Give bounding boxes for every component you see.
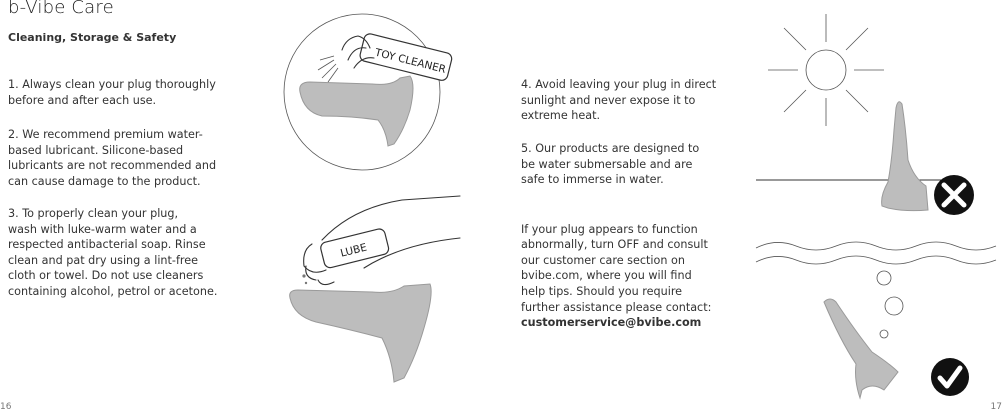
page-title: b-Vibe Care bbox=[8, 0, 114, 18]
page-number-left: 16 bbox=[0, 402, 12, 412]
instruction-5: 5. Our products are designed to be water… bbox=[521, 142, 700, 187]
instruction-2: 2. We recommend premium water- based lub… bbox=[8, 128, 217, 188]
toy-cleaner-illustration: TOY CLEANER bbox=[283, 13, 453, 171]
instruction-1: 1. Always clean your plug thoroughly bef… bbox=[8, 78, 216, 107]
instruction-4: 4. Avoid leaving your plug in direct sun… bbox=[521, 78, 717, 123]
support-text: If your plug appears to function abnorma… bbox=[521, 222, 712, 314]
support-email[interactable]: customerservice@bvibe.com bbox=[521, 316, 702, 330]
lube-illustration: LUBE bbox=[289, 195, 461, 383]
checkmark-circle-icon bbox=[931, 358, 969, 396]
section-subtitle: Cleaning, Storage & Safety bbox=[8, 31, 177, 44]
sunlight-warning-illustration bbox=[756, 14, 974, 215]
cross-circle-icon bbox=[934, 175, 974, 215]
sun-icon bbox=[768, 14, 884, 126]
page-number-right: 17 bbox=[990, 402, 1002, 412]
instruction-3: 3. To properly clean your plug, wash wit… bbox=[8, 207, 218, 298]
support-paragraph: If your plug appears to function abnorma… bbox=[521, 206, 751, 346]
water-safe-illustration bbox=[755, 241, 997, 400]
